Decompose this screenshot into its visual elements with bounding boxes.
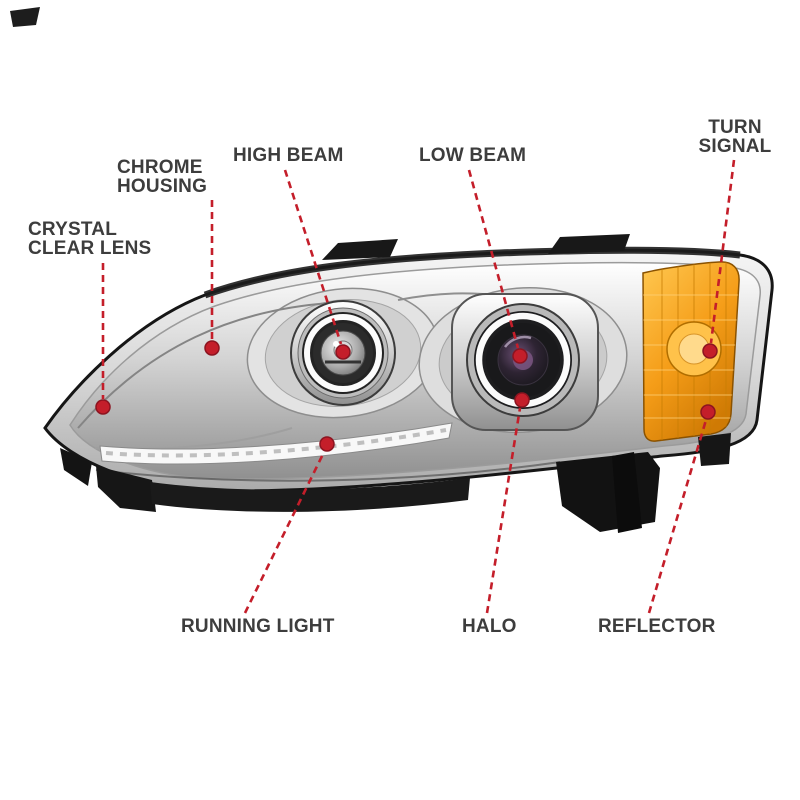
leader-halo: [485, 407, 522, 614]
leader-running-light: [243, 451, 326, 614]
leader-high-beam: [283, 169, 343, 345]
dot-low-beam: [512, 348, 528, 364]
callout-label-turn-signal: TURN SIGNAL: [698, 117, 772, 157]
dot-halo: [514, 392, 530, 408]
brand-logo-mark: [10, 7, 40, 27]
callout-label-chrome-housing: CHROME HOUSING: [117, 157, 208, 197]
running-light-strip: [99, 422, 453, 465]
callout-leader-lines: [95, 159, 736, 614]
dot-turn-signal: [702, 343, 718, 359]
dot-high-beam: [335, 344, 351, 360]
top-mount-tab: [548, 234, 630, 254]
callout-label-running-light: RUNNING LIGHT: [181, 616, 335, 637]
leader-turn-signal: [709, 159, 736, 344]
dot-running-light: [319, 436, 335, 452]
dot-chrome-housing: [204, 340, 220, 356]
leader-low-beam: [467, 169, 520, 349]
dot-crystal-clear-lens: [95, 399, 111, 415]
turn-signal-lens: [642, 261, 740, 442]
callout-label-crystal-clear-lens: CRYSTAL CLEAR LENS: [28, 219, 152, 259]
halo-ring-high-beam: [304, 314, 382, 392]
mounting-brackets: [60, 433, 731, 533]
top-mount-tab: [322, 239, 398, 260]
callout-label-reflector: REFLECTOR: [598, 616, 716, 637]
callout-label-low-beam: LOW BEAM: [419, 145, 527, 166]
dot-reflector: [700, 404, 716, 420]
leader-reflector: [647, 419, 708, 614]
low-beam-projector: [451, 293, 599, 431]
callout-label-high-beam: HIGH BEAM: [233, 145, 344, 166]
callout-label-halo: HALO: [462, 616, 517, 637]
